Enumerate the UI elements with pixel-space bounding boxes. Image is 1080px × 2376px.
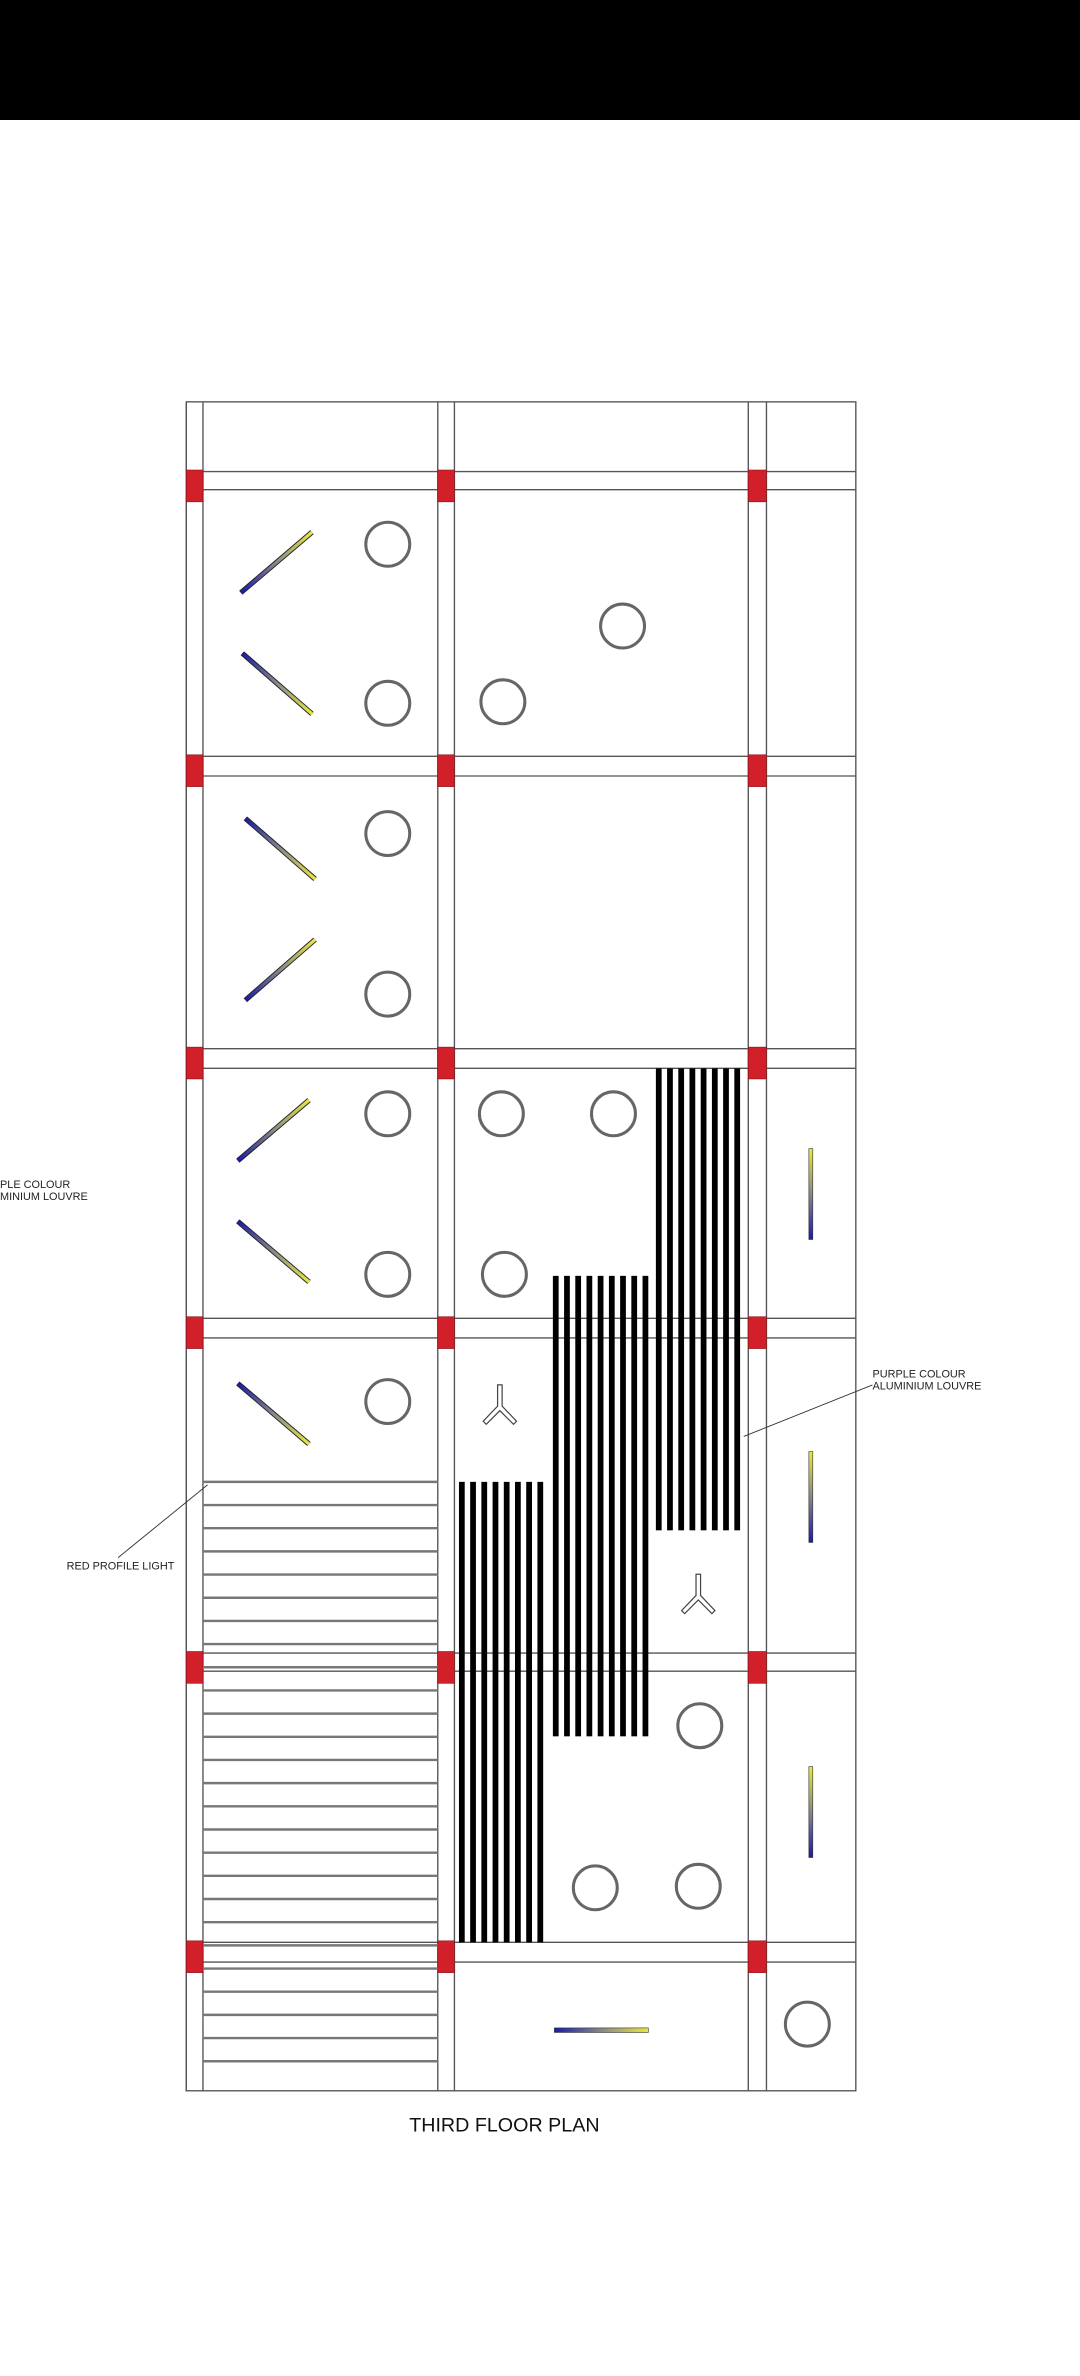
left-louvre-label-line2: MINIUM LOUVRE bbox=[0, 1191, 88, 1203]
downlight-circle-icon bbox=[364, 520, 412, 568]
downlight-circle-icon bbox=[477, 1090, 525, 1138]
louvre-stripe bbox=[515, 1481, 521, 1943]
louvre-stripe bbox=[655, 1068, 662, 1531]
downlight-circle-icon bbox=[599, 602, 647, 650]
louvre-light-bar bbox=[236, 1382, 311, 1446]
louvre-light-bar bbox=[239, 530, 314, 594]
red-profile-light-leader bbox=[117, 1484, 208, 1558]
louvre-light-bar bbox=[241, 652, 314, 716]
red-column-marker bbox=[437, 1046, 455, 1080]
red-column-marker bbox=[747, 754, 767, 787]
downlight-circle-icon bbox=[783, 2000, 831, 2048]
horizontal-louvre-light bbox=[554, 2027, 649, 2033]
louvre-stripe bbox=[481, 1481, 488, 1943]
louvre-stripe bbox=[526, 1481, 532, 1943]
downlight-circle-icon bbox=[364, 810, 412, 858]
louvre-stripe bbox=[723, 1068, 729, 1531]
downlight-circle-icon bbox=[364, 970, 412, 1018]
louvre-light-bar bbox=[244, 938, 317, 1002]
red-column-marker bbox=[186, 1046, 204, 1080]
louvre-stripe bbox=[597, 1275, 604, 1737]
louvre-stripe bbox=[586, 1275, 593, 1737]
red-column-marker bbox=[186, 1316, 204, 1349]
y-fixture-icon bbox=[680, 1573, 716, 1615]
red-column-marker bbox=[437, 1940, 455, 1973]
plan-title: THIRD FLOOR PLAN bbox=[409, 2115, 599, 2137]
vertical-louvre-light bbox=[808, 1766, 814, 1858]
outer-wall bbox=[185, 401, 857, 2092]
red-column-marker bbox=[437, 1316, 455, 1349]
louvre-stripe bbox=[642, 1275, 649, 1737]
louvre-stripe bbox=[503, 1481, 510, 1943]
downlight-circle-icon bbox=[589, 1090, 637, 1138]
red-column-marker bbox=[186, 1940, 204, 1973]
louvre-stripe bbox=[620, 1275, 626, 1737]
red-column-marker bbox=[437, 469, 455, 503]
red-column-marker bbox=[437, 1651, 455, 1684]
downlight-circle-icon bbox=[571, 1864, 619, 1912]
left-louvre-label-line1: PLE COLOUR bbox=[0, 1179, 70, 1191]
louvre-stripe bbox=[552, 1275, 559, 1737]
louvre-stripe bbox=[667, 1068, 673, 1531]
right-louvre-label-line1: PURPLE COLOUR bbox=[872, 1368, 965, 1380]
right-louvre-leader bbox=[743, 1384, 873, 1437]
vertical-louvre-light bbox=[808, 1451, 814, 1543]
louvre-light-bar bbox=[244, 817, 317, 881]
red-column-marker bbox=[747, 469, 767, 503]
downlight-circle-icon bbox=[674, 1862, 722, 1910]
louvre-stripe bbox=[537, 1481, 544, 1943]
louvre-light-bar bbox=[236, 1098, 311, 1163]
louvre-stripe bbox=[631, 1275, 638, 1737]
red-column-marker bbox=[437, 754, 455, 787]
downlight-circle-icon bbox=[480, 1250, 528, 1298]
louvre-stripe bbox=[678, 1068, 685, 1531]
louvre-stripe bbox=[575, 1275, 582, 1737]
downlight-circle-icon bbox=[364, 1378, 412, 1426]
downlight-circle-icon bbox=[479, 678, 527, 726]
vertical-louvre-light bbox=[808, 1148, 814, 1240]
red-column-marker bbox=[186, 1651, 204, 1684]
louvre-stripe bbox=[564, 1275, 570, 1737]
right-louvre-label-line2: ALUMINIUM LOUVRE bbox=[872, 1380, 981, 1392]
louvre-light-bar bbox=[236, 1220, 311, 1284]
y-fixture-icon bbox=[482, 1384, 518, 1426]
downlight-circle-icon bbox=[364, 679, 412, 727]
louvre-stripe bbox=[470, 1481, 476, 1943]
top-black-bar bbox=[0, 0, 1080, 120]
red-profile-light-label: RED PROFILE LIGHT bbox=[67, 1561, 175, 1573]
louvre-stripe bbox=[458, 1481, 465, 1943]
downlight-circle-icon bbox=[364, 1090, 412, 1138]
louvre-stripe bbox=[608, 1275, 615, 1737]
red-column-marker bbox=[186, 754, 204, 787]
red-column-marker bbox=[747, 1940, 767, 1973]
louvre-stripe bbox=[700, 1068, 707, 1531]
louvre-stripe bbox=[734, 1068, 741, 1531]
louvre-stripe bbox=[711, 1068, 718, 1531]
red-column-marker bbox=[747, 1651, 767, 1684]
downlight-circle-icon bbox=[676, 1702, 724, 1750]
red-column-marker bbox=[747, 1316, 767, 1349]
red-column-marker bbox=[186, 469, 204, 503]
downlight-circle-icon bbox=[364, 1250, 412, 1298]
red-column-marker bbox=[747, 1046, 767, 1080]
louvre-stripe bbox=[689, 1068, 696, 1531]
louvre-stripe bbox=[492, 1481, 499, 1943]
